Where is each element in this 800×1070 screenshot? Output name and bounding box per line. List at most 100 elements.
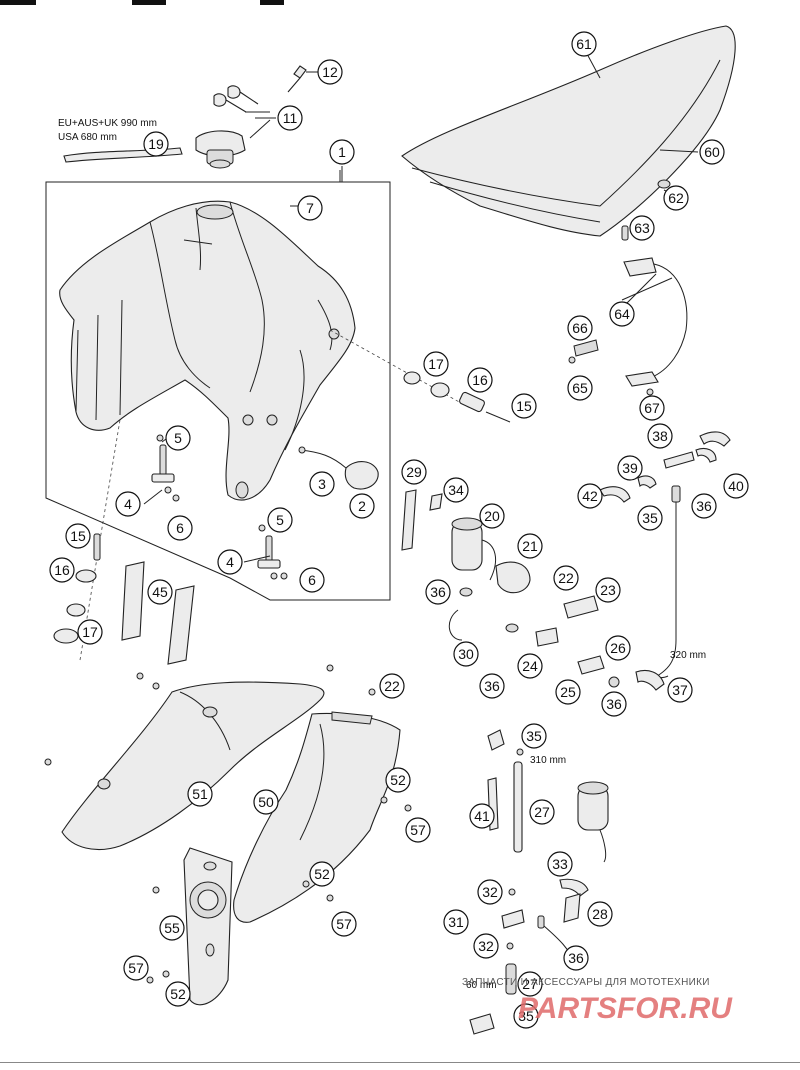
callout-circle — [601, 691, 627, 717]
callout-circle — [299, 567, 325, 593]
callout-circle — [577, 483, 603, 509]
callout-1: 1 — [329, 139, 355, 165]
callout-number: 36 — [430, 584, 446, 600]
callout-number: 27 — [534, 804, 550, 820]
callout-number: 34 — [448, 482, 464, 498]
callout-circle — [517, 971, 543, 997]
callout-11: 11 — [277, 105, 303, 131]
callout-circle — [467, 367, 493, 393]
callout-number: 11 — [283, 110, 298, 126]
callout-57: 57 — [405, 817, 431, 843]
callout-number: 51 — [192, 786, 208, 802]
callout-36: 36 — [479, 673, 505, 699]
fuel-taps — [151, 434, 288, 580]
callout-number: 52 — [314, 866, 330, 882]
callout-number: 17 — [82, 624, 98, 640]
callout-circle — [553, 565, 579, 591]
callout-50: 50 — [253, 789, 279, 815]
side-panel-right — [233, 711, 401, 923]
callout-number: 39 — [622, 460, 638, 476]
callout-number: 36 — [696, 498, 712, 514]
callout-32: 32 — [473, 933, 499, 959]
watermark-brand: PARTSFOR.RU — [518, 992, 733, 1025]
callout-circle — [167, 515, 193, 541]
callout-30: 30 — [453, 641, 479, 667]
callout-21: 21 — [517, 533, 543, 559]
fuel-pump-assembly — [448, 517, 669, 691]
side-panel-left — [61, 681, 325, 851]
level-sensor — [298, 446, 379, 490]
callout-number: 21 — [522, 538, 538, 554]
callout-number: 38 — [652, 428, 668, 444]
callout-2: 2 — [349, 493, 375, 519]
callout-circle — [629, 215, 655, 241]
callout-number: 19 — [148, 136, 164, 152]
callout-62: 62 — [663, 185, 689, 211]
callout-circle — [123, 955, 149, 981]
callout-number: 24 — [522, 658, 538, 674]
callout-40: 40 — [723, 473, 749, 499]
callout-number: 33 — [552, 856, 568, 872]
callout-circle — [159, 915, 185, 941]
callout-number: 55 — [164, 920, 180, 936]
callout-circle — [77, 619, 103, 645]
callout-52: 52 — [309, 861, 335, 887]
callout-circle — [309, 471, 335, 497]
callout-number: 26 — [610, 640, 626, 656]
callout-number: 27 — [522, 976, 538, 992]
callout-number: 32 — [478, 938, 494, 954]
callout-circle — [563, 945, 589, 971]
callout-number: 35 — [526, 728, 542, 744]
callout-circle — [217, 549, 243, 575]
callout-circle — [385, 767, 411, 793]
length-310-label: 310 mm — [530, 755, 566, 766]
callout-circle — [639, 395, 665, 421]
tank-mount-hardware — [329, 329, 511, 423]
callout-24: 24 — [517, 653, 543, 679]
panel-screws — [44, 664, 412, 984]
callout-circle — [405, 817, 431, 843]
callout-number: 7 — [306, 200, 314, 216]
callout-number: 36 — [568, 950, 584, 966]
callout-45: 45 — [147, 579, 173, 605]
callout-circle — [331, 911, 357, 937]
tank-group-frame — [45, 170, 391, 601]
callout-number: 63 — [634, 220, 650, 236]
seat — [401, 25, 736, 237]
callout-circle — [187, 781, 213, 807]
callout-number: 66 — [572, 320, 588, 336]
callout-number: 57 — [128, 960, 144, 976]
callout-number: 29 — [406, 464, 422, 480]
callout-number: 35 — [518, 1008, 534, 1024]
callout-circle — [691, 493, 717, 519]
callout-35: 35 — [513, 1003, 539, 1029]
callout-number: 31 — [448, 914, 464, 930]
callout-27: 27 — [517, 971, 543, 997]
callout-36: 36 — [425, 579, 451, 605]
callout-12: 12 — [317, 59, 343, 85]
callout-32: 32 — [477, 879, 503, 905]
callout-66: 66 — [567, 315, 593, 341]
callout-number: 1 — [338, 144, 346, 160]
callout-number: 41 — [474, 808, 490, 824]
callout-number: 36 — [484, 678, 500, 694]
callout-51: 51 — [187, 781, 213, 807]
callout-circle — [567, 315, 593, 341]
callout-number: 67 — [644, 400, 660, 416]
callout-17: 17 — [77, 619, 103, 645]
callout-36: 36 — [601, 691, 627, 717]
callout-26: 26 — [605, 635, 631, 661]
callout-circle — [517, 653, 543, 679]
callout-number: 40 — [728, 478, 744, 494]
callout-number: 37 — [672, 682, 688, 698]
callout-67: 67 — [639, 395, 665, 421]
callout-circle — [609, 301, 635, 327]
callout-circle — [521, 723, 547, 749]
callout-circle — [253, 789, 279, 815]
rubber-strips — [121, 561, 195, 665]
callout-circle — [401, 459, 427, 485]
callout-number: 23 — [600, 582, 616, 598]
callout-circle — [479, 673, 505, 699]
callout-23: 23 — [595, 577, 621, 603]
callout-64: 64 — [609, 301, 635, 327]
